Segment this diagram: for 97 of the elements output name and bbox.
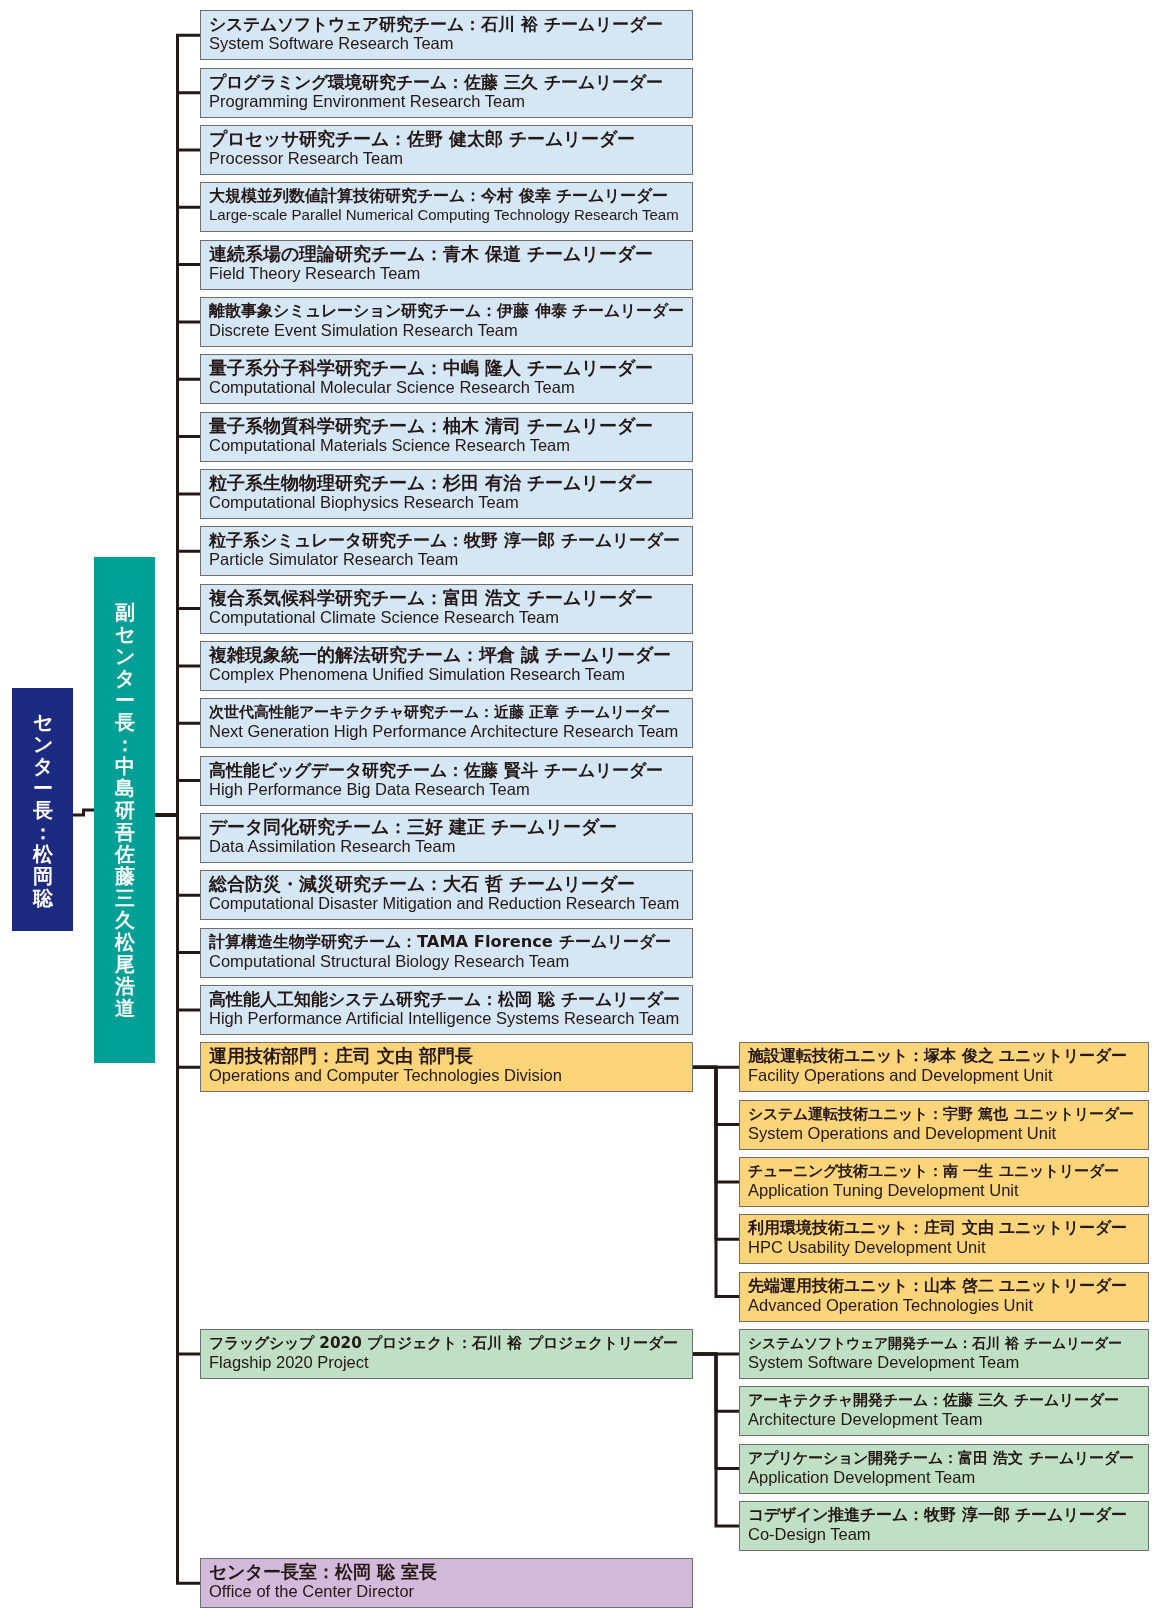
director-box bbox=[12, 688, 73, 931]
subtitle-text: Particle Simulator Research Team bbox=[209, 550, 459, 569]
unit-box bbox=[739, 1042, 1149, 1093]
office-box bbox=[200, 1558, 693, 1609]
subtitle-text: Computational Materials Science Research Team bbox=[209, 435, 571, 454]
heading-text: アプリケーション開発チーム：富田 浩文 チームリーダー bbox=[748, 1447, 1134, 1468]
heading-text: 量子系分子科学研究チーム：中嶋 隆人 チームリーダー bbox=[209, 358, 654, 379]
subtitle-text: Data Assimilation Research Team bbox=[209, 836, 456, 855]
team-box bbox=[200, 984, 693, 1035]
subtitle-text: High Performance Big Data Research Team bbox=[209, 779, 530, 798]
subtitle-text: Computational Molecular Science Research Team bbox=[209, 378, 575, 397]
heading-text: 運用技術部門：庄司 文由 部門長 bbox=[209, 1046, 474, 1067]
connector-line bbox=[693, 1065, 739, 1299]
subtitle-text: Computational Biophysics Research Team bbox=[209, 492, 519, 511]
heading-text: チューニング技術ユニット：南 一生 ユニットリーダー bbox=[748, 1160, 1119, 1181]
subtitle-text: Office of the Center Director bbox=[209, 1582, 415, 1601]
subtitle-text: Programming Environment Research Team bbox=[209, 91, 526, 110]
heading-text: 高性能人工知能システム研究チーム：松岡 聡 チームリーダー bbox=[209, 988, 680, 1009]
heading-text: 施設運転技術ユニット：塚本 俊之 ユニットリーダー bbox=[748, 1046, 1128, 1067]
heading-text: 利用環境技術ユニット：庄司 文由 ユニットリーダー bbox=[748, 1218, 1128, 1239]
heading-text: 粒子系生物物理研究チーム：杉田 有治 チームリーダー bbox=[209, 472, 654, 493]
heading-text: 先端運用技術ユニット：山本 啓二 ユニットリーダー bbox=[748, 1275, 1128, 1296]
heading-text: システムソフトウェア開発チーム：石川 裕 チームリーダー bbox=[748, 1333, 1122, 1353]
subtitle-text: Advanced Operation Technologies Unit bbox=[748, 1295, 1033, 1314]
subtitle-text: Complex Phenomena Unified Simulation Research Team bbox=[209, 664, 626, 683]
heading-text: センター長室：松岡 聡 室長 bbox=[209, 1562, 438, 1583]
heading-text: 次世代高性能アーキテクチャ研究チーム：近藤 正章 チームリーダー bbox=[209, 702, 670, 723]
team-box bbox=[200, 354, 693, 405]
heading-text: 量子系物質科学研究チーム：柚木 清司 チームリーダー bbox=[209, 415, 654, 436]
heading-text: 連続系場の理論研究チーム：青木 保道 チームリーダー bbox=[209, 243, 654, 264]
subtitle-text: Architecture Development Team bbox=[748, 1410, 983, 1429]
team-box bbox=[200, 124, 693, 175]
team-box bbox=[200, 296, 693, 347]
team-box bbox=[200, 468, 693, 519]
heading-text: 計算構造生物学研究チーム：TAMA Florence チームリーダー bbox=[209, 931, 671, 952]
team-box bbox=[200, 67, 693, 118]
subtitle-text: Discrete Event Simulation Research Team bbox=[209, 320, 518, 339]
heading-text: 大規模並列数値計算技術研究チーム：今村 俊幸 チームリーダー bbox=[209, 186, 669, 207]
team-box bbox=[200, 640, 693, 691]
connector-line bbox=[73, 808, 94, 817]
heading-text: 複合系気候科学研究チーム：富田 浩文 チームリーダー bbox=[209, 587, 654, 608]
team-box bbox=[200, 182, 693, 233]
heading-text: 複雑現象統一的解法研究チーム：坪倉 誠 チームリーダー bbox=[209, 644, 672, 665]
team-box bbox=[200, 812, 693, 863]
division-box bbox=[200, 1042, 693, 1093]
unit-box bbox=[739, 1271, 1149, 1322]
team-box bbox=[200, 526, 693, 577]
unit-box bbox=[739, 1156, 1149, 1207]
heading-text: 離散事象シミュレーション研究チーム：伊藤 伸泰 チームリーダー bbox=[209, 300, 685, 321]
heading-text: 高性能ビッグデータ研究チーム：佐藤 賢斗 チームリーダー bbox=[209, 759, 663, 780]
subtitle-text: Field Theory Research Team bbox=[209, 263, 421, 282]
heading-text: システムソフトウェア研究チーム：石川 裕 チームリーダー bbox=[209, 14, 663, 35]
subtitle-text: System Software Development Team bbox=[748, 1352, 1020, 1371]
heading-text: 粒子系シミュレータ研究チーム：牧野 淳一郎 チームリーダー bbox=[209, 530, 680, 551]
subtitle-text: High Performance Artificial Intelligence Systems Research Team bbox=[209, 1008, 680, 1027]
team-box bbox=[200, 239, 693, 290]
team-box bbox=[200, 698, 693, 749]
heading-text: プログラミング環境研究チーム：佐藤 三久 チームリーダー bbox=[209, 71, 663, 92]
subtitle-text: Co-Design Team bbox=[748, 1524, 871, 1543]
team-box bbox=[200, 870, 693, 921]
heading-text: プロセッサ研究チーム：佐野 健太郎 チームリーダー bbox=[209, 128, 636, 149]
heading-text: アーキテクチャ開発チーム：佐藤 三久 チームリーダー bbox=[748, 1390, 1119, 1411]
subtitle-text: Operations and Computer Technologies Division bbox=[209, 1066, 562, 1085]
deputy-director-box bbox=[94, 557, 155, 1063]
heading-text: フラッグシップ 2020 プロジェクト：石川 裕 プロジェクトリーダー bbox=[209, 1332, 678, 1353]
team-box bbox=[739, 1328, 1149, 1379]
title-text: 副センター長：中島研吾佐藤三久松尾浩道 bbox=[114, 601, 135, 1019]
heading-text: コデザイン推進チーム：牧野 淳一郎 チームリーダー bbox=[748, 1504, 1128, 1525]
unit-box bbox=[739, 1214, 1149, 1265]
project-box bbox=[200, 1328, 693, 1379]
subtitle-text: Computational Climate Science Research Team bbox=[209, 607, 560, 626]
subtitle-text: Computational Structural Biology Research Team bbox=[209, 951, 570, 970]
team-box bbox=[200, 411, 693, 462]
heading-text: データ同化研究チーム：三好 建正 チームリーダー bbox=[209, 816, 618, 837]
team-box bbox=[739, 1500, 1149, 1551]
heading-text: システム運転技術ユニット：宇野 篤也 ユニットリーダー bbox=[748, 1103, 1134, 1124]
title-text: センター長：松岡聡 bbox=[32, 710, 53, 909]
team-box bbox=[739, 1386, 1149, 1437]
subtitle-text: HPC Usability Development Unit bbox=[748, 1238, 986, 1257]
subtitle-text: Computational Disaster Mitigation and Reduction Research Team bbox=[209, 894, 680, 913]
subtitle-text: Facility Operations and Development Unit bbox=[748, 1066, 1053, 1085]
subtitle-text: Large-scale Parallel Numerical Computing Technology Research Team bbox=[209, 206, 679, 225]
team-box bbox=[200, 10, 693, 61]
subtitle-text: Next Generation High Performance Architecture Research Team bbox=[209, 722, 679, 741]
connector-line bbox=[693, 1352, 739, 1528]
team-box bbox=[739, 1443, 1149, 1494]
subtitle-text: Application Tuning Development Unit bbox=[748, 1180, 1019, 1199]
subtitle-text: Flagship 2020 Project bbox=[209, 1352, 369, 1371]
team-box bbox=[200, 755, 693, 806]
unit-box bbox=[739, 1099, 1149, 1150]
team-box bbox=[200, 927, 693, 978]
subtitle-text: System Software Research Team bbox=[209, 34, 454, 53]
subtitle-text: System Operations and Development Unit bbox=[748, 1123, 1057, 1142]
heading-text: 総合防災・減災研究チーム：大石 哲 チームリーダー bbox=[209, 874, 636, 895]
subtitle-text: Application Development Team bbox=[748, 1467, 976, 1486]
team-box bbox=[200, 583, 693, 634]
subtitle-text: Processor Research Team bbox=[209, 148, 404, 167]
